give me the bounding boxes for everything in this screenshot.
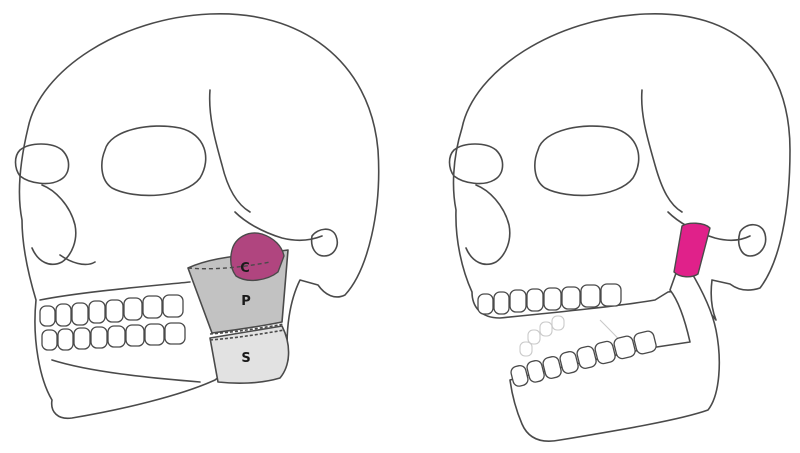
left-skull: C P S xyxy=(16,14,379,419)
right-skull xyxy=(450,14,791,441)
left-cranium-outline xyxy=(20,14,379,419)
right-cranium-outline xyxy=(454,14,790,320)
region-label-symphysis: S xyxy=(241,351,250,366)
region-label-condyle: C xyxy=(240,261,250,276)
region-label-ramus: P xyxy=(241,294,251,309)
